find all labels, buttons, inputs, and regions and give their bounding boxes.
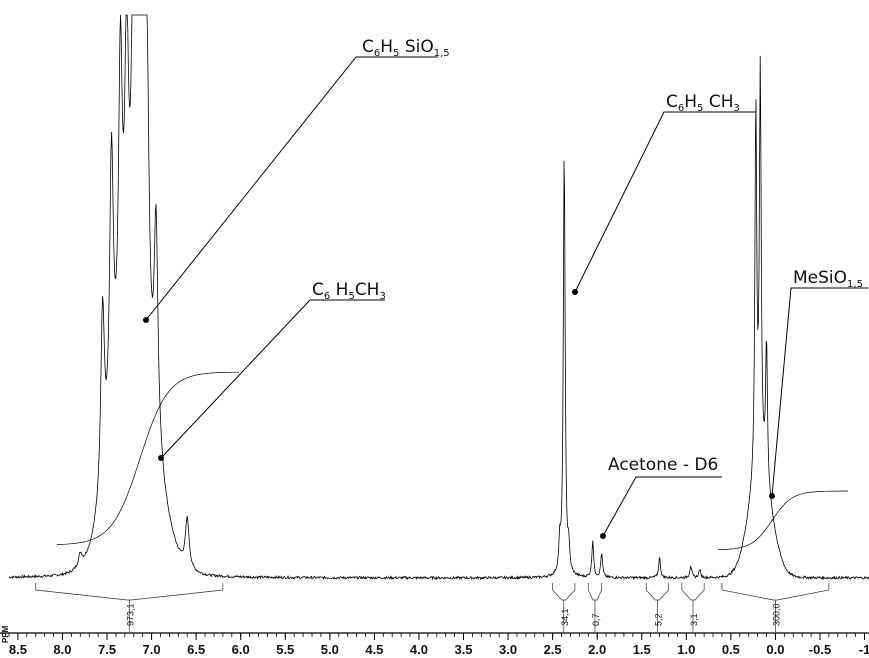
x-tick-label: -0.5 bbox=[809, 642, 831, 657]
x-tick-label: 5.0 bbox=[321, 642, 339, 657]
leader-c6h5ch3-methyl bbox=[574, 111, 756, 293]
x-tick-label: 0.0 bbox=[766, 642, 784, 657]
label-acetone-d6: Acetone - D6 bbox=[608, 455, 718, 475]
dot-c6h5sio bbox=[143, 317, 149, 323]
x-tick-label: 1.5 bbox=[633, 642, 651, 657]
integral-bracket: 0,7 bbox=[587, 583, 602, 632]
spectrum-trace bbox=[8, 14, 869, 581]
integral-bracket-line bbox=[552, 583, 576, 632]
x-tick-label: 2.5 bbox=[544, 642, 562, 657]
annotation-leaders bbox=[145, 56, 868, 537]
x-tick-label: 6.5 bbox=[187, 642, 205, 657]
label-mesio: MeSiO1,5 bbox=[793, 268, 863, 290]
x-tick-label: 8.5 bbox=[9, 642, 27, 657]
label-c6h5ch3-methyl: C6H5 CH3 bbox=[666, 92, 740, 114]
x-tick-label: 7.0 bbox=[143, 642, 161, 657]
integral-bracket-line bbox=[721, 583, 830, 632]
dot-c6h5ch3-methyl bbox=[572, 289, 578, 295]
integral-bracket-line bbox=[645, 583, 669, 632]
x-tick-label: 7.5 bbox=[98, 642, 116, 657]
integral-value: 973,1 bbox=[125, 603, 135, 626]
integral-curve-aromatic bbox=[57, 371, 240, 545]
x-tick-label: 0.5 bbox=[722, 642, 740, 657]
integral-brackets: 973,1 34,1 0,7 5,2 3,1 300,0 bbox=[35, 583, 830, 632]
x-tick-label: 1.0 bbox=[677, 642, 695, 657]
x-tick-label: 3.0 bbox=[499, 642, 517, 657]
axis-unit-label: PPM bbox=[1, 625, 10, 643]
integral-value: 5,2 bbox=[653, 613, 663, 626]
x-tick-label: 5.5 bbox=[276, 642, 294, 657]
x-tick-label: 2.0 bbox=[588, 642, 606, 657]
leader-c6h5ch3-aromatic bbox=[160, 299, 385, 459]
label-c6h5ch3-aromatic: C6 H5CH3 bbox=[312, 280, 386, 302]
x-tick-label: -1 bbox=[859, 642, 869, 657]
integral-bracket-line bbox=[35, 583, 224, 632]
integral-bracket: 5,2 bbox=[645, 583, 669, 632]
integral-bracket: 3,1 bbox=[681, 583, 705, 632]
integral-bracket: 300,0 bbox=[721, 583, 830, 632]
integral-bracket-line bbox=[587, 583, 602, 632]
integral-value: 300,0 bbox=[771, 603, 781, 626]
annotation-dots bbox=[143, 289, 775, 539]
dot-mesio bbox=[769, 493, 775, 499]
x-tick-label: 4.5 bbox=[365, 642, 383, 657]
x-tick-label: 8.0 bbox=[53, 642, 71, 657]
integral-value: 34,1 bbox=[560, 608, 570, 626]
x-tick-label: 6.0 bbox=[232, 642, 250, 657]
leader-c6h5sio bbox=[145, 56, 438, 321]
integral-value: 3,1 bbox=[689, 613, 699, 626]
integral-value: 0,7 bbox=[591, 613, 601, 626]
leader-acetone bbox=[602, 476, 722, 537]
integral-bracket: 973,1 bbox=[35, 583, 224, 632]
x-tick-label: 4.0 bbox=[410, 642, 428, 657]
integral-curve-mesio bbox=[718, 490, 848, 551]
x-tick-label: 3.5 bbox=[454, 642, 472, 657]
x-axis: 8.5 8.0 7.5 7.0 6.5 6.0 5.5 5.0 4.5 4.0 3.5 3.0 2.5 2… bbox=[0, 632, 869, 657]
label-c6h5sio: C6H5 SiO1,5 bbox=[362, 37, 450, 59]
integral-bracket: 34,1 bbox=[552, 583, 576, 632]
integral-bracket-line bbox=[681, 583, 705, 632]
leader-mesio bbox=[771, 287, 868, 497]
dot-c6h5ch3-aromatic bbox=[158, 455, 164, 461]
dot-acetone bbox=[600, 533, 606, 539]
